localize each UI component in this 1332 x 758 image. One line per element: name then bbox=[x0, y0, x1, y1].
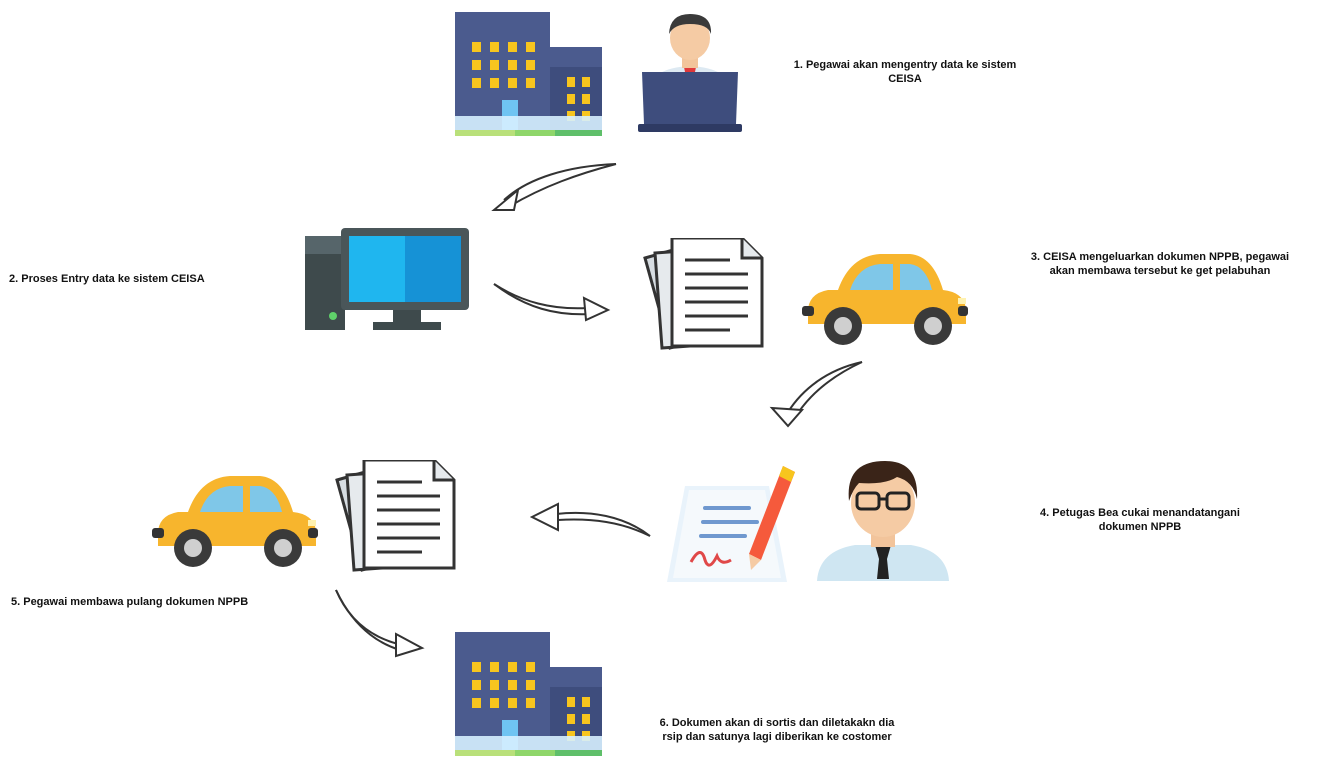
documents-icon bbox=[335, 460, 456, 572]
car-icon bbox=[152, 476, 318, 567]
curved-arrow-1 bbox=[491, 163, 617, 211]
curved-arrow-3 bbox=[769, 361, 863, 428]
step-1-label-line1: 1. Pegawai akan mengentry data ke sistem bbox=[793, 59, 1017, 71]
signing-document-icon bbox=[667, 466, 795, 582]
step-5-label: 5. Pegawai membawa pulang dokumen NPPB bbox=[11, 596, 249, 608]
computer-icon bbox=[305, 228, 469, 330]
curved-arrow-4 bbox=[530, 502, 651, 537]
officer-icon bbox=[817, 461, 949, 581]
step-6-label-line2: rsip dan satunya lagi diberikan ke costo… bbox=[662, 730, 892, 743]
curved-arrow-5 bbox=[335, 589, 425, 658]
step-1-label-line2: CEISA bbox=[888, 72, 922, 85]
step-2-label: 2. Proses Entry data ke sistem CEISA bbox=[9, 273, 205, 285]
employee-laptop-icon bbox=[638, 14, 742, 132]
step-4-label-line2: dokumen NPPB bbox=[1098, 520, 1182, 533]
building-icon bbox=[455, 12, 602, 136]
step-3-label-line1: 3. CEISA mengeluarkan dokumen NPPB, pega… bbox=[1030, 251, 1290, 263]
step-3-label-line2: akan membawa tersebut ke get pelabuhan bbox=[1049, 264, 1271, 277]
documents-icon bbox=[643, 238, 764, 350]
step-6-label-line1: 6. Dokumen akan di sortis dan diletakakn… bbox=[659, 717, 895, 729]
car-icon bbox=[802, 254, 968, 345]
step-4-label-line1: 4. Petugas Bea cukai menandatangani bbox=[1040, 507, 1240, 519]
curved-arrow-2 bbox=[493, 283, 611, 322]
building-icon bbox=[455, 632, 602, 756]
